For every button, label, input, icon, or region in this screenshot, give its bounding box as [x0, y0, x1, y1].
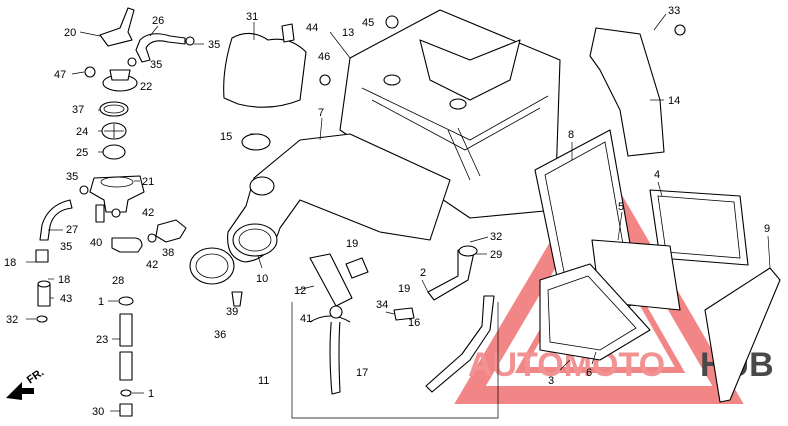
- callout-5: 5: [618, 201, 624, 213]
- callout-6: 6: [586, 367, 592, 379]
- callout-13: 13: [342, 27, 354, 39]
- callout-35: 35: [150, 59, 162, 71]
- callout-38: 38: [162, 247, 174, 259]
- callout-1: 1: [98, 296, 104, 308]
- callout-9: 9: [764, 223, 770, 235]
- callout-37: 37: [72, 104, 84, 116]
- callout-29: 29: [490, 249, 502, 261]
- callout-26: 26: [152, 15, 164, 27]
- left-parts-column: [35, 7, 195, 417]
- leader-lines: [26, 13, 771, 412]
- callout-32: 32: [6, 314, 18, 326]
- foam-element: [223, 32, 307, 108]
- callout-39: 39: [226, 306, 238, 318]
- callout-43: 43: [60, 293, 72, 305]
- callout-25: 25: [76, 147, 88, 159]
- callout-19: 19: [398, 283, 410, 295]
- callout-45: 45: [362, 17, 374, 29]
- callout-1: 1: [148, 388, 154, 400]
- callout-17: 17: [356, 367, 368, 379]
- connecting-tube: [227, 133, 451, 263]
- callout-7: 7: [318, 107, 324, 119]
- callout-18: 18: [4, 257, 16, 269]
- filter-element: [649, 189, 749, 266]
- callout-4: 4: [654, 169, 660, 181]
- callout-20: 20: [64, 27, 76, 39]
- callout-40: 40: [90, 237, 102, 249]
- callout-10: 10: [256, 273, 268, 285]
- callout-14: 14: [668, 95, 680, 107]
- callout-42: 42: [146, 259, 158, 271]
- callout-15: 15: [220, 131, 232, 143]
- callout-3: 3: [548, 375, 554, 387]
- callout-27: 27: [66, 224, 78, 236]
- callout-28: 28: [112, 275, 124, 287]
- callout-24: 24: [76, 126, 88, 138]
- callout-35: 35: [60, 241, 72, 253]
- front-direction-marker: FR.: [6, 366, 46, 400]
- callout-8: 8: [568, 129, 574, 141]
- callout-18: 18: [58, 274, 70, 286]
- callout-33: 33: [668, 5, 680, 17]
- callout-30: 30: [92, 406, 104, 418]
- callout-12: 12: [294, 285, 306, 297]
- callout-22: 22: [140, 81, 152, 93]
- callout-11: 11: [258, 375, 269, 387]
- callout-21: 21: [142, 176, 154, 188]
- front-direction-label: FR.: [25, 366, 46, 386]
- intake-duct: [589, 27, 665, 157]
- callout-34: 34: [376, 299, 388, 311]
- callout-36: 36: [214, 329, 226, 341]
- callout-19: 19: [346, 238, 358, 250]
- callout-46: 46: [318, 51, 330, 63]
- callout-44: 44: [306, 22, 318, 34]
- callout-47: 47: [54, 69, 66, 81]
- callout-42: 42: [142, 207, 154, 219]
- callout-31: 31: [246, 11, 258, 23]
- callout-35: 35: [208, 39, 220, 51]
- callout-41: 41: [300, 313, 312, 325]
- callout-35: 35: [66, 171, 78, 183]
- callout-32: 32: [490, 231, 502, 243]
- callout-23: 23: [96, 334, 108, 346]
- callout-2: 2: [420, 267, 426, 279]
- band-clamp: [189, 247, 235, 285]
- callout-labels: 20 26 35 47 35 22 37 24 25 35 21 27 42 4…: [4, 5, 770, 418]
- air-cleaner-cover: [704, 267, 781, 403]
- callout-16: 16: [408, 317, 420, 329]
